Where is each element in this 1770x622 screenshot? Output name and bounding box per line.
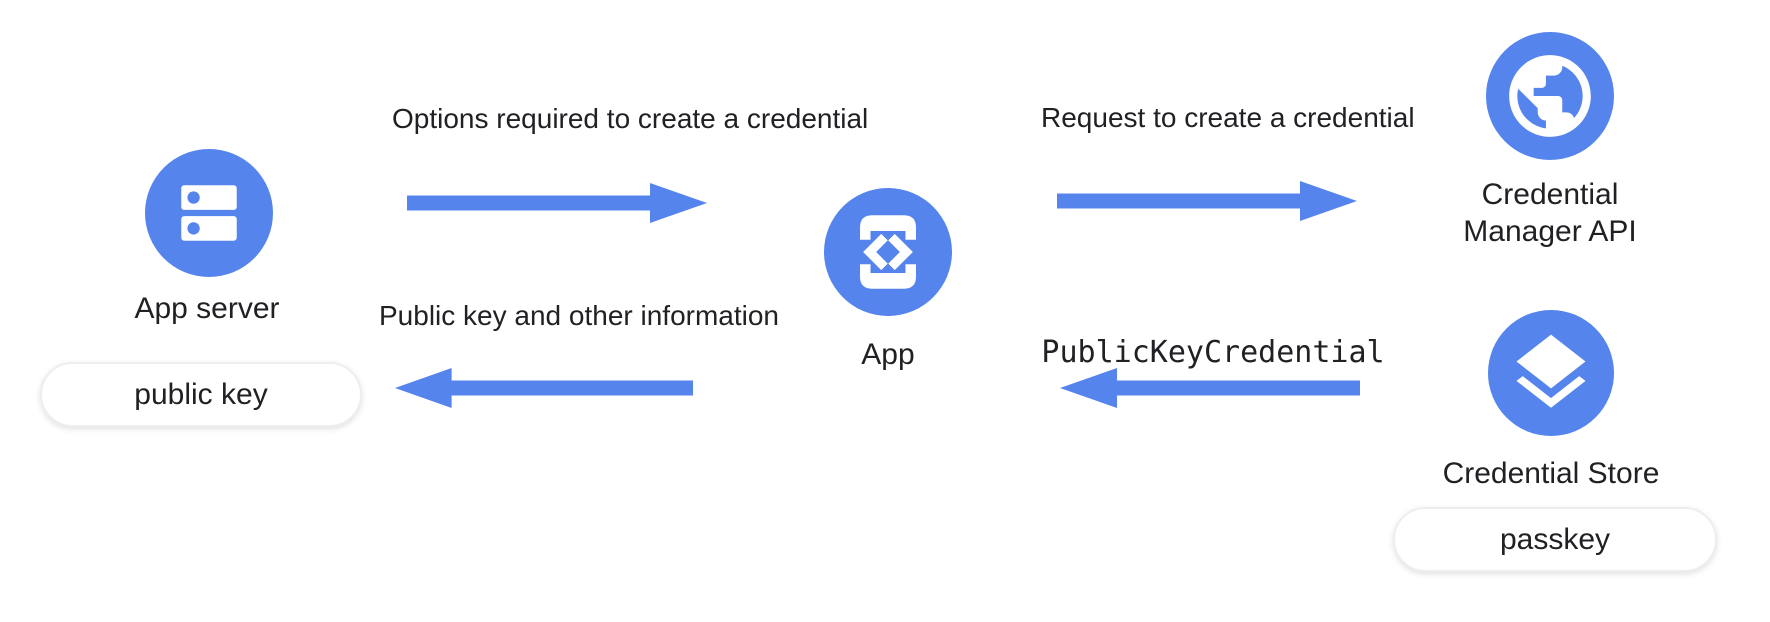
app-node (824, 188, 952, 316)
layers-icon (1516, 334, 1586, 408)
app-server-node (145, 149, 273, 277)
credential-manager-api-label-line2: Manager API (1463, 215, 1637, 248)
flow-label-public-key-info: Public key and other information (379, 299, 779, 333)
flow-label-options-to-create: Options required to create a credential (392, 102, 868, 136)
arrow-left-public-key-info (395, 368, 693, 408)
app-server-label: App server (134, 292, 280, 325)
arrow-left-public-key-credential (1060, 368, 1360, 408)
credential-manager-api-node (1486, 32, 1614, 160)
flow-label-line: Request to create (1041, 102, 1263, 133)
arrow-right-request-to-create (1057, 181, 1357, 221)
credential-store-node (1488, 310, 1614, 436)
flow-label-line: other information (568, 300, 779, 331)
flow-label-line: Public key and (379, 300, 562, 331)
flow-label-request-to-create: Request to create a credential (1041, 101, 1415, 135)
credential-store-label: Credential Store (1442, 457, 1660, 490)
globe-icon (1509, 55, 1591, 137)
arrow-right-options-to-create (407, 183, 707, 223)
passkey-pill: passkey (1393, 507, 1717, 572)
credential-manager-api-label-line1: Credential (1481, 178, 1619, 211)
passkey-pill-label: passkey (1499, 522, 1611, 556)
app-dev-icon (860, 215, 916, 289)
flow-label-line: a credential (1269, 102, 1415, 133)
public-key-pill: public key (40, 362, 362, 427)
credential-manager-api-label: Credential Manager API (1400, 176, 1700, 250)
flow-label-public-key-credential: PublicKeyCredential (1041, 335, 1385, 370)
server-icon (181, 185, 237, 241)
public-key-pill-label: public key (134, 377, 268, 411)
flow-label-line: create a credential (637, 103, 869, 134)
app-label: App (861, 338, 915, 371)
flow-label-line: Options required to (392, 103, 631, 134)
